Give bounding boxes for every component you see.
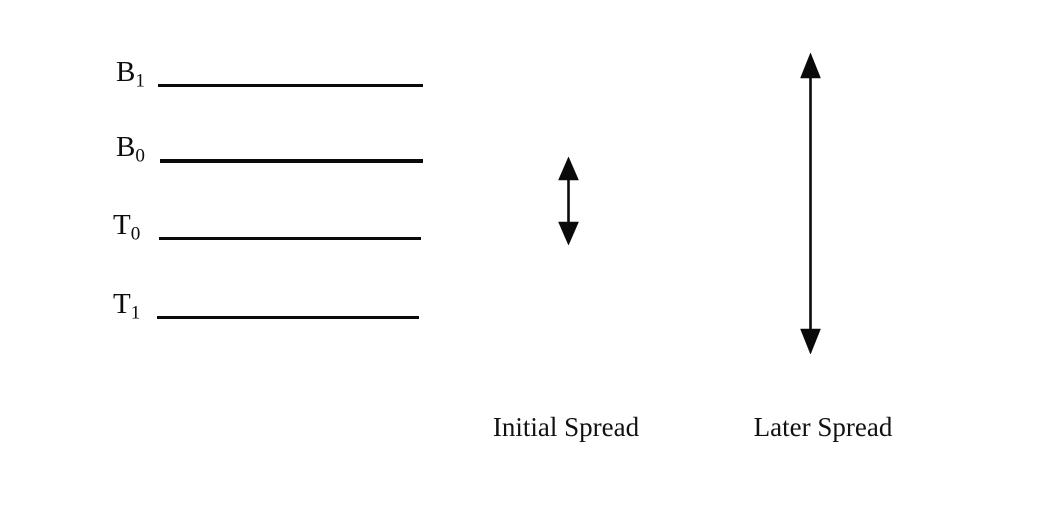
level-line-t1 — [157, 316, 419, 319]
level-label-b0-subscript: 0 — [135, 145, 145, 167]
level-line-b1 — [158, 84, 423, 87]
initial-spread-arrow — [558, 156, 579, 246]
level-label-t1: T1 — [113, 288, 141, 324]
level-line-b0 — [160, 159, 423, 163]
level-line-t0 — [159, 237, 421, 240]
level-label-t1-subscript: 1 — [130, 302, 141, 324]
level-label-b1-base: B — [116, 56, 136, 88]
level-label-b0-base: B — [116, 131, 136, 163]
level-label-t0-base: T — [113, 209, 131, 241]
later-spread-caption: Later Spread — [753, 412, 893, 442]
later-spread-arrow — [800, 52, 821, 355]
level-label-t0-subscript: 0 — [130, 223, 141, 245]
level-label-b0: B0 — [116, 131, 145, 167]
level-label-t1-base: T — [113, 288, 131, 320]
level-label-b1-subscript: 1 — [135, 70, 145, 92]
level-label-b1: B1 — [116, 56, 145, 92]
level-label-t0: T0 — [113, 209, 141, 245]
initial-spread-caption: Initial Spread — [492, 412, 640, 442]
